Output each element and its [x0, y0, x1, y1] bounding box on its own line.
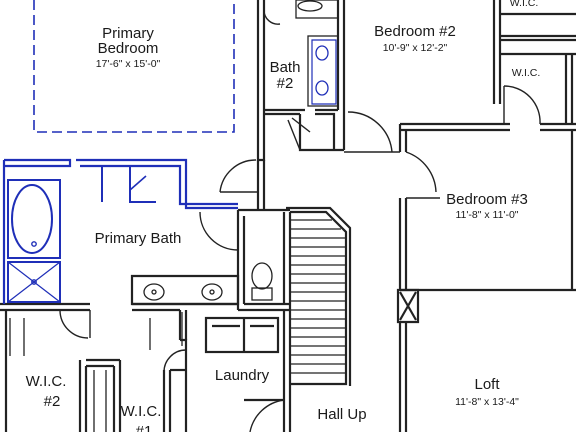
primary-sink-left-drain: [151, 289, 157, 295]
label-primary-bedroom-line2: Bedroom: [98, 40, 159, 57]
washer-dryer-detail: [212, 318, 274, 352]
wall-laundry-west: [178, 310, 188, 340]
primary-shower-drain: [31, 279, 37, 285]
tray-ceiling-outline: [33, 0, 235, 133]
wall-wic2-east: [78, 360, 88, 432]
wall-hall-west: [256, 160, 266, 210]
wall-stairs-outer: [286, 206, 352, 386]
wall-loft-west: [398, 322, 408, 432]
wall-wic1-east: [162, 370, 172, 432]
primary-bath-wall-north: [4, 158, 72, 168]
bath2-sink-bottom: [315, 80, 329, 96]
label-primary-bedroom-dims: 17'-6" x 15'-0": [96, 58, 161, 70]
closet-box: [396, 288, 420, 324]
label-primary-bath: Primary Bath: [95, 230, 182, 247]
door-swing-bedroom3: [405, 151, 437, 193]
primary-bath-closet: [101, 166, 156, 203]
label-wic2-line2: #2: [44, 393, 61, 410]
door-leaf-bath2: [287, 119, 301, 151]
wall-stairs: [290, 210, 348, 386]
wall-wc-east: [282, 212, 292, 310]
fixtures: [9, 0, 339, 432]
wall-wic1-west: [112, 360, 122, 432]
toilet-tank: [251, 287, 273, 301]
label-bedroom2: Bedroom #2: [374, 23, 456, 40]
door-leaf-bath2-b: [291, 117, 311, 133]
primary-shower-cross: [7, 261, 61, 303]
primary-shower: [7, 261, 61, 303]
vanity-counter: [130, 274, 240, 306]
door-swing-primary-bath: [199, 211, 239, 251]
label-bedroom3-dims: 11'-8" x 11'-0": [455, 209, 518, 221]
label-hall-up: Hall Up: [317, 406, 366, 423]
door-swing-wic1: [163, 349, 187, 373]
label-primary-bedroom-line1: Primary: [102, 25, 154, 42]
stair-treads: [290, 219, 346, 374]
bath2-tub: [295, 0, 339, 19]
primary-sink-right: [201, 283, 223, 301]
wall-primary-bedroom-east: [256, 0, 266, 162]
label-wic2-line1: W.I.C.: [26, 373, 67, 390]
primary-bath-closet-door: [129, 175, 147, 191]
wic2-shelf: [9, 318, 25, 356]
door-swing-primary-bedroom: [219, 159, 257, 193]
door-swing-bath2-top: [263, 9, 281, 25]
wall-wic-east: [564, 54, 574, 124]
door-swing-laundry: [249, 399, 285, 432]
wall-wic-shelves: [500, 12, 576, 56]
label-wic-top: W.I.C.: [510, 0, 539, 9]
label-wic1-line1: W.I.C.: [121, 403, 162, 420]
room-labels: Primary Bedroom 17'-6" x 15'-0" Bath #2 …: [26, 0, 541, 432]
wic1-shelf: [93, 370, 107, 432]
label-bath2-line2: #2: [277, 75, 294, 92]
label-bedroom2-dims: 10'-9" x 12'-2": [383, 42, 448, 54]
primary-bath-wall-north-east: [76, 158, 238, 210]
primary-sink-right-drain: [209, 289, 215, 295]
label-loft-dims: 11'-8" x 13'-4": [455, 396, 519, 408]
wall-bedroom3-west: [398, 198, 408, 290]
highlighted-elements: [2, 0, 337, 304]
wall-bedroom3-west-top: [398, 124, 408, 152]
label-bedroom3: Bedroom #3: [446, 191, 528, 208]
toilet-bowl: [251, 262, 273, 290]
wall-wic1-north: [86, 358, 120, 368]
closet-box-cross: [399, 291, 417, 321]
bath2-sink-top: [315, 45, 329, 61]
door-swings: [59, 9, 541, 432]
door-swing-wic2: [59, 309, 89, 339]
label-wic-right: W.I.C.: [512, 67, 541, 79]
bath2-tub-basin: [297, 0, 323, 12]
bath2-vanity-highlight: [311, 39, 337, 105]
label-bath2-line1: Bath: [270, 59, 301, 76]
door-swing-wic-right: [503, 85, 541, 125]
primary-tub: [7, 179, 61, 259]
wall-bath2-linen: [315, 112, 336, 150]
wall-wic-west: [492, 0, 502, 104]
washer-dryer: [204, 316, 280, 354]
label-wic1-line2: #1: [136, 423, 153, 432]
primary-tub-drain: [31, 241, 37, 247]
wall-wc-south: [238, 302, 290, 312]
label-loft: Loft: [474, 376, 500, 393]
label-laundry: Laundry: [215, 367, 270, 384]
wall-laundry-east: [282, 310, 292, 432]
bath2-vanity: [307, 35, 339, 107]
door-swing-hall: [347, 111, 393, 153]
primary-tub-basin: [11, 184, 53, 254]
primary-sink-left: [143, 283, 165, 301]
